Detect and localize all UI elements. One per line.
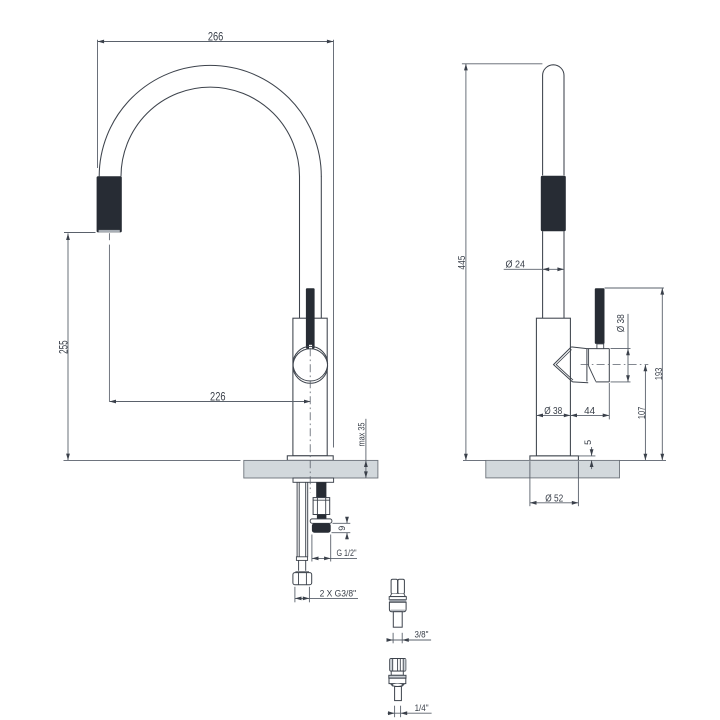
svg-text:9: 9 bbox=[337, 526, 347, 531]
svg-text:1/4": 1/4" bbox=[415, 703, 429, 713]
svg-text:Ø 24: Ø 24 bbox=[506, 260, 526, 271]
svg-text:193: 193 bbox=[654, 367, 665, 380]
svg-text:Ø 38: Ø 38 bbox=[616, 314, 627, 332]
svg-text:107: 107 bbox=[637, 406, 648, 419]
svg-text:Ø 52: Ø 52 bbox=[545, 494, 563, 505]
svg-text:2 X G3/8": 2 X G3/8" bbox=[320, 588, 357, 598]
svg-text:44: 44 bbox=[584, 406, 595, 417]
svg-text:max 35: max 35 bbox=[356, 423, 366, 447]
svg-text:255: 255 bbox=[58, 340, 70, 354]
svg-text:Ø 38: Ø 38 bbox=[544, 406, 562, 417]
svg-text:266: 266 bbox=[208, 29, 224, 43]
svg-text:226: 226 bbox=[210, 389, 226, 403]
svg-text:5: 5 bbox=[583, 440, 593, 445]
svg-text:445: 445 bbox=[456, 255, 468, 269]
svg-text:3/8": 3/8" bbox=[415, 630, 429, 640]
svg-text:G 1/2": G 1/2" bbox=[337, 548, 357, 558]
